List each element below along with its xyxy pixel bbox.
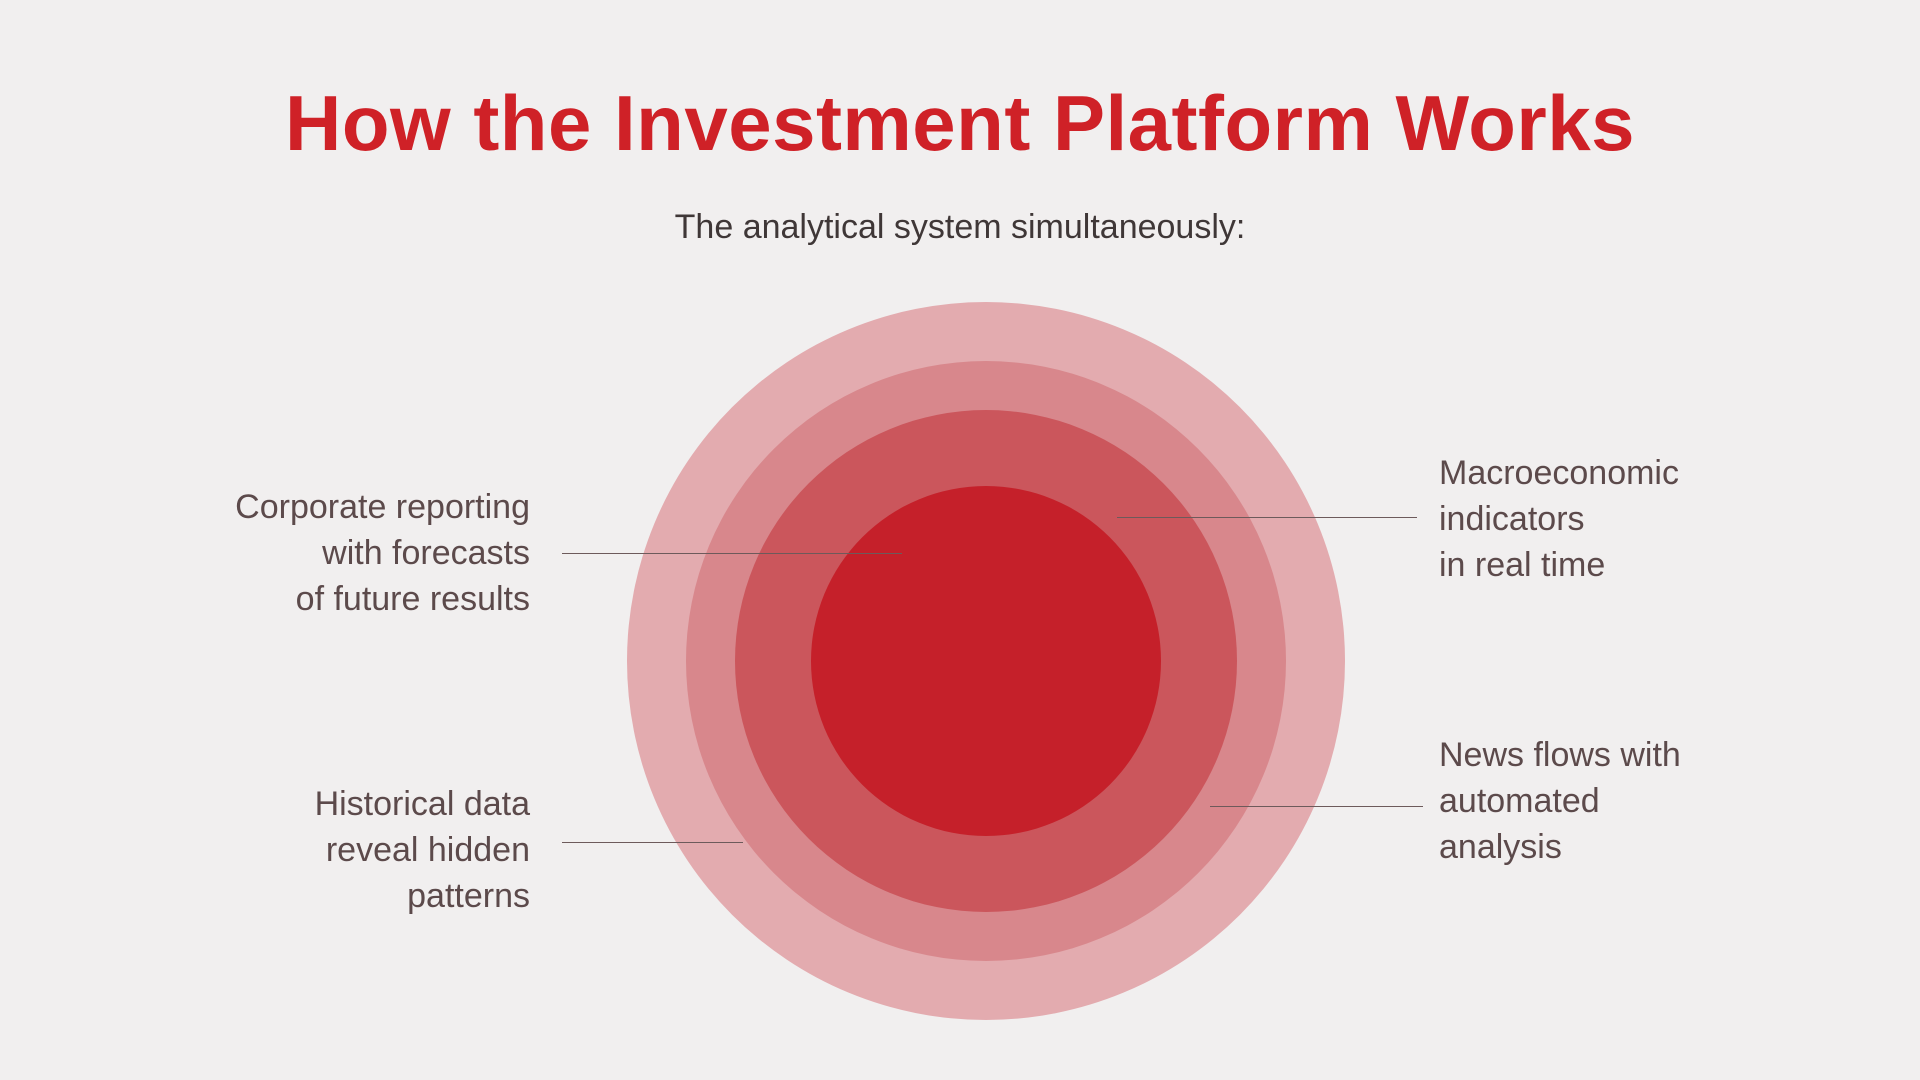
- subtitle: The analytical system simultaneously:: [674, 208, 1246, 246]
- page-title: How the Investment Platform Works: [285, 79, 1635, 167]
- connector-line-macro: [1117, 517, 1417, 518]
- label-historical-data: Historical data reveal hidden patterns: [314, 785, 530, 915]
- label-corporate-reporting: Corporate reporting with forecasts of fu…: [235, 488, 530, 618]
- connector-line-corporate: [562, 553, 902, 554]
- label-macroeconomic-indicators: Macroeconomic indicators in real time: [1439, 454, 1679, 584]
- label-news-flows: News flows with automated analysis: [1439, 736, 1681, 866]
- core-circle: [811, 486, 1161, 836]
- connector-line-news: [1210, 806, 1423, 807]
- connector-line-historical: [562, 842, 743, 843]
